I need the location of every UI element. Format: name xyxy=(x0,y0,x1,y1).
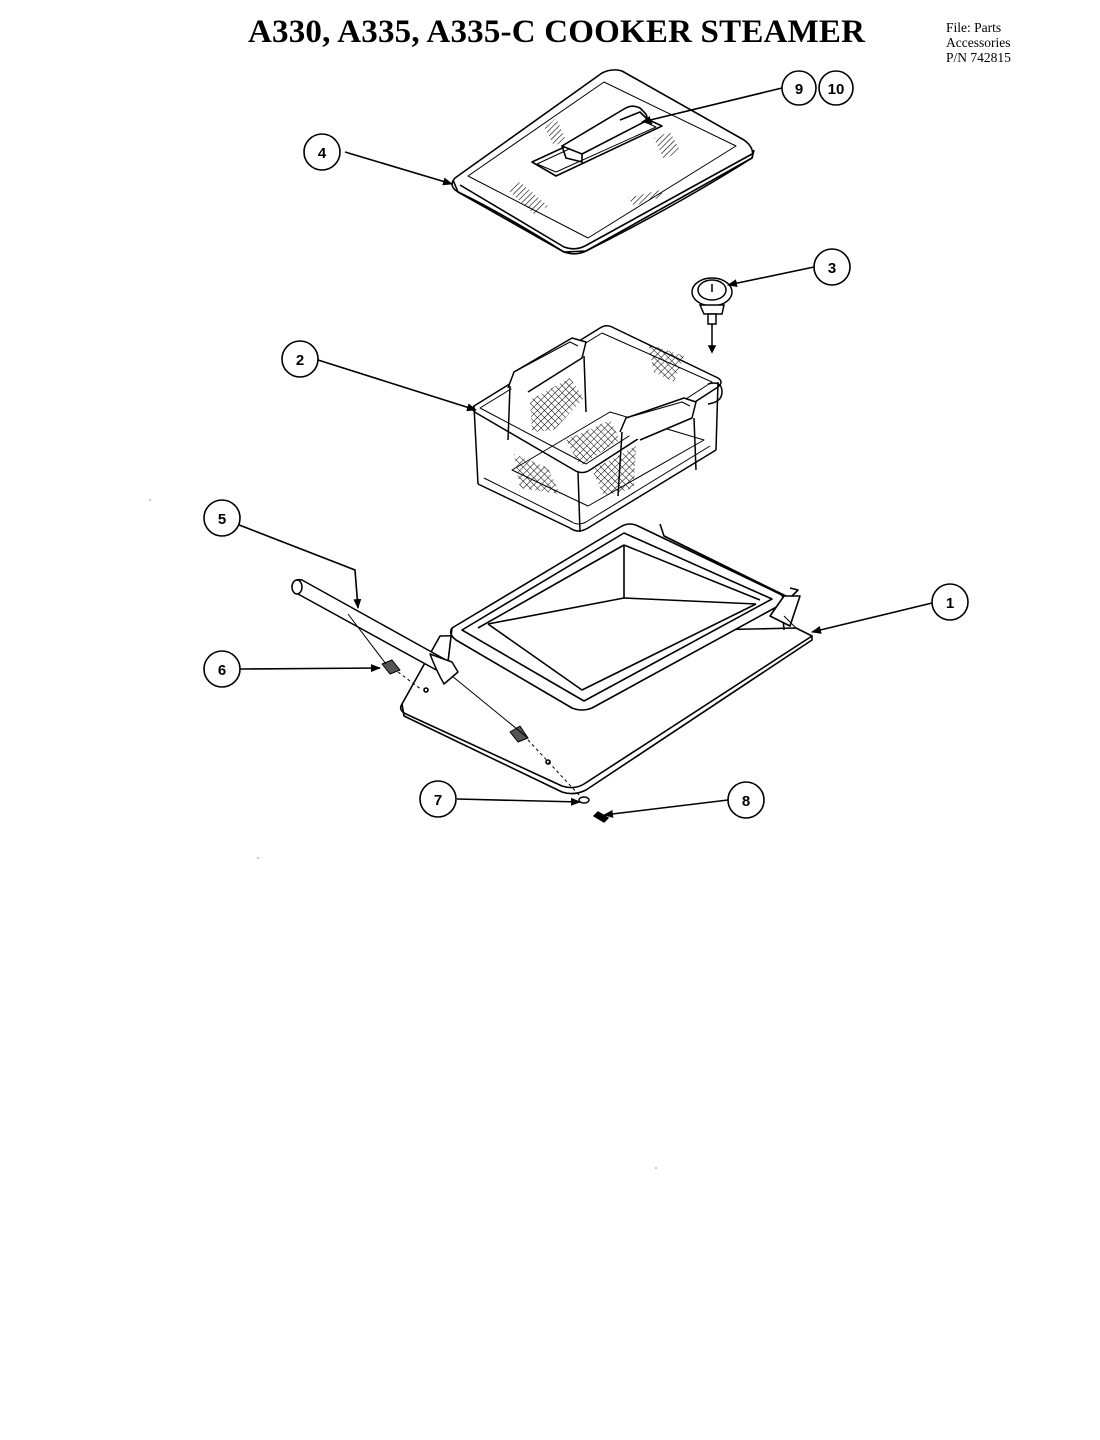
callout-10: 10 xyxy=(818,70,854,106)
diagram-title: A330, A335, A335-C COOKER STEAMER xyxy=(248,14,866,50)
callout-7-label: 7 xyxy=(434,792,442,809)
callout-2-label: 2 xyxy=(296,352,304,369)
file-info-line-3: P/N 742815 xyxy=(946,50,1011,65)
file-info: File: Parts Accessories P/N 742815 xyxy=(946,20,1086,65)
thermometer-part xyxy=(691,277,733,354)
callout-5-label: 5 xyxy=(218,511,226,528)
callout-8-label: 8 xyxy=(742,793,750,810)
callout-8: 8 xyxy=(727,781,765,819)
callout-2: 2 xyxy=(281,340,319,378)
callout-5: 5 xyxy=(203,499,241,537)
base-pan-part xyxy=(381,523,813,795)
callout-9-label: 9 xyxy=(795,81,803,98)
callout-9: 9 xyxy=(781,70,817,106)
scan-specks xyxy=(149,499,657,1169)
file-info-line-1: File: Parts xyxy=(946,20,1002,35)
callout-6-label: 6 xyxy=(218,662,226,679)
file-info-line-2: Accessories xyxy=(946,35,1011,50)
callout-1-label: 1 xyxy=(946,595,954,612)
callout-3: 3 xyxy=(813,248,851,286)
callout-6: 6 xyxy=(203,650,241,688)
basket-part xyxy=(471,324,723,533)
callout-10-label: 10 xyxy=(828,81,845,98)
callout-4-label: 4 xyxy=(318,145,327,162)
callout-7: 7 xyxy=(419,780,457,818)
callout-4: 4 xyxy=(303,133,341,171)
screw-hardware xyxy=(578,796,610,823)
callout-3-label: 3 xyxy=(828,260,836,277)
callout-1: 1 xyxy=(931,583,969,621)
lid-part xyxy=(451,69,755,255)
lift-rod-part xyxy=(291,578,581,797)
leader-lines xyxy=(233,87,933,818)
